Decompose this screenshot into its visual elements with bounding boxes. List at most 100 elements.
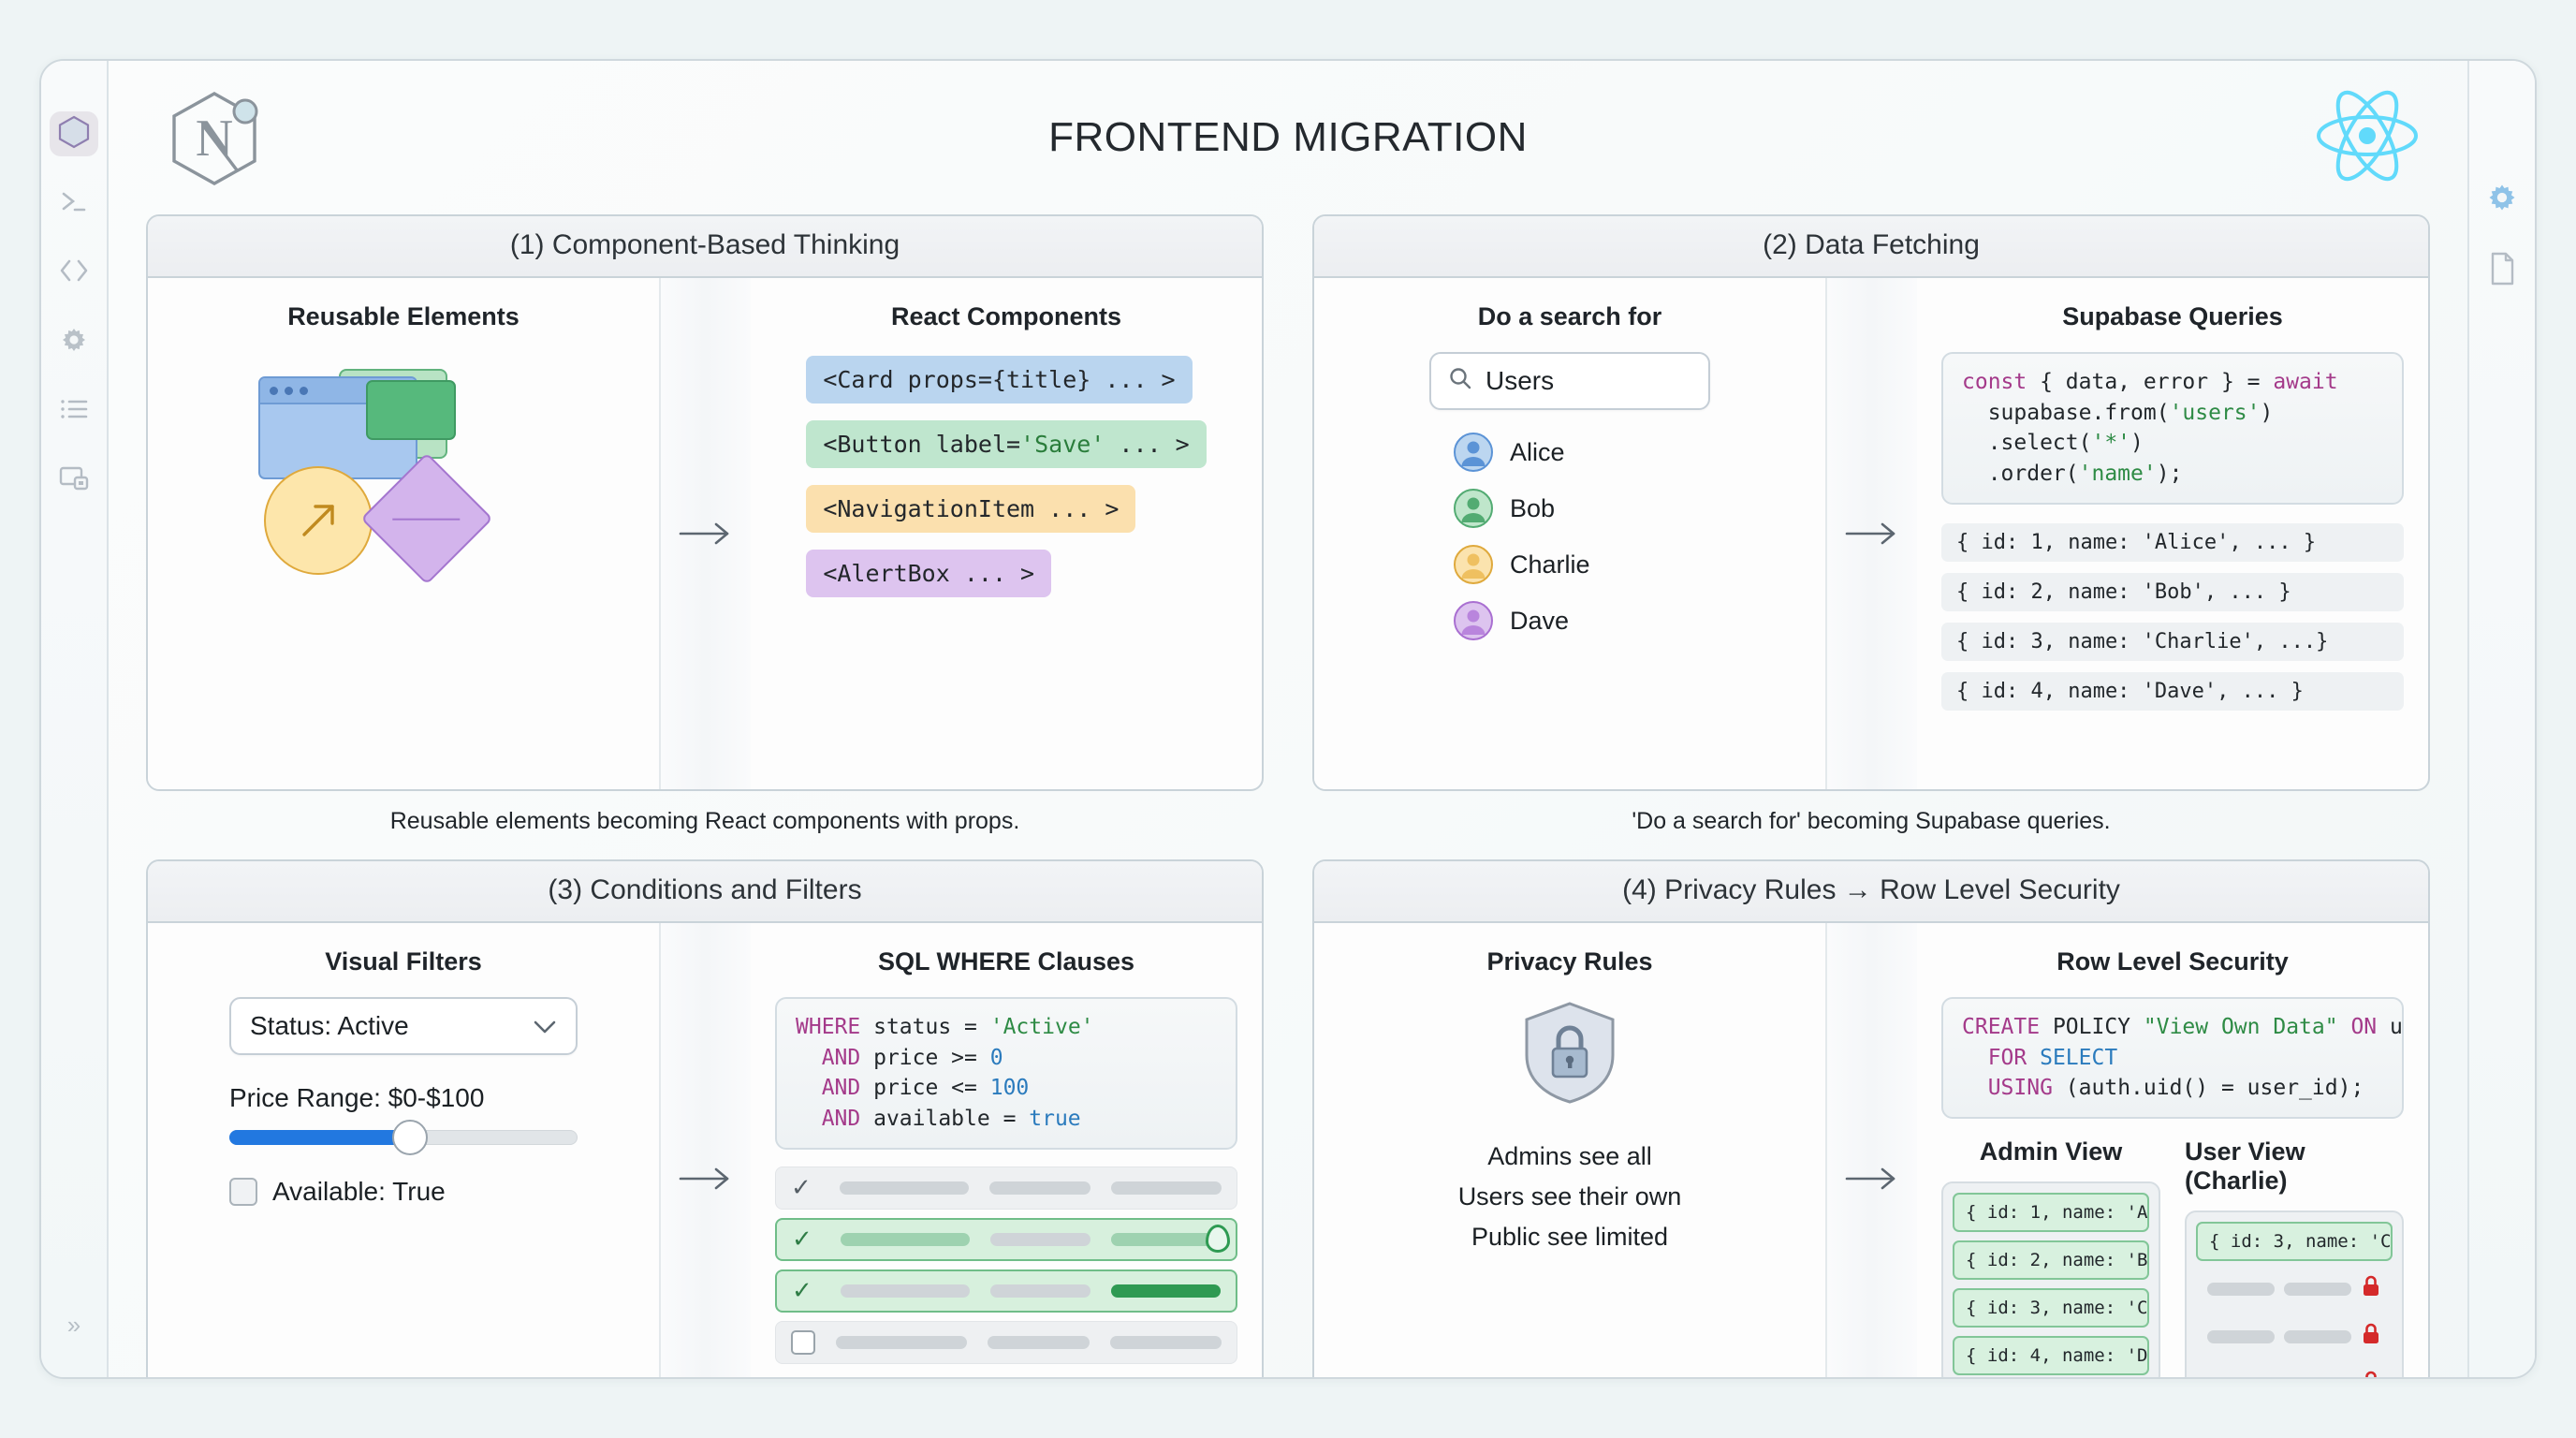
app-window: » N FRONTEND MIGRATION [39, 59, 2537, 1379]
check-icon: ✓ [792, 1276, 812, 1305]
status-filter-select[interactable]: Status: Active [229, 996, 578, 1055]
row-checkbox[interactable] [791, 1329, 815, 1355]
panel-data-fetching: (2) Data Fetching Do a search for Users [1312, 214, 2430, 791]
chip-suffix: ... > [1105, 431, 1190, 458]
user-row-redacted [2196, 1317, 2393, 1357]
privacy-line: Admins see all [1487, 1141, 1652, 1170]
sql-where-code: WHERE status = 'Active' AND price >= 0 A… [775, 996, 1237, 1150]
user-row-redacted [2196, 1269, 2393, 1309]
settings-gear-icon[interactable] [2485, 181, 2519, 219]
status-filter-value: Status: Active [250, 1010, 409, 1040]
admin-row: { id: 3, name: 'Charlie', ... [1953, 1287, 2149, 1328]
component-chip-alertbox[interactable]: <AlertBox ... > [806, 550, 1052, 597]
available-checkbox[interactable] [229, 1177, 257, 1206]
arrow-right-icon [679, 1167, 729, 1190]
panel-2-arrow [1827, 278, 1917, 789]
admin-row-text: { id: 2, name: 'Bob', ... [1966, 1249, 2148, 1270]
panel-cell-4: (4) Privacy Rules → Row Level Security P… [1312, 858, 2430, 1379]
available-checkbox-row[interactable]: Available: True [229, 1177, 578, 1207]
query-result-rows: { id: 1, name: 'Alice', ... } { id: 2, n… [1941, 522, 2404, 711]
arrow-right-icon [679, 522, 729, 545]
panel-1-right: React Components <Card props={title} ...… [751, 278, 1262, 789]
terminal-icon [58, 186, 90, 221]
user-row-redacted [2196, 1365, 2393, 1379]
shield-lock-icon [1517, 997, 1622, 1112]
panel-1-caption: Reusable elements becoming React compone… [389, 807, 1020, 834]
panel-3-left-title: Visual Filters [325, 946, 482, 976]
list-item[interactable]: Alice [1454, 433, 1710, 472]
user-view-card: { id: 3, name: 'Charlie', ... [2185, 1210, 2404, 1379]
redacted-placeholder [2207, 1378, 2275, 1379]
list-item[interactable]: Bob [1454, 489, 1710, 528]
cell-placeholder [1110, 1284, 1221, 1298]
panel-grid: (1) Component-Based Thinking Reusable El… [146, 214, 2430, 1379]
user-row: { id: 3, name: 'Charlie', ... [2196, 1221, 2393, 1261]
component-chip-button[interactable]: <Button label='Save' ... > [806, 420, 1207, 468]
sidebar-item-settings[interactable] [50, 319, 98, 364]
cell-placeholder [989, 1232, 1090, 1246]
list-icon [58, 397, 90, 426]
cell-placeholder [1109, 1335, 1222, 1349]
expand-rail-button[interactable]: » [66, 1311, 81, 1339]
panel-4-body: Privacy Rules Admins see all [1314, 922, 2428, 1379]
user-row-text: { id: 3, name: 'Charlie', ... [2209, 1230, 2392, 1252]
code-brackets-icon [58, 257, 90, 288]
avatar [1454, 545, 1493, 584]
search-input-value: Users [1486, 366, 1555, 395]
green-card-front [366, 380, 456, 440]
panel-2-body: Do a search for Users Alice [1314, 278, 2428, 789]
component-chip-card[interactable]: <Card props={title} ... > [806, 356, 1193, 404]
cell-placeholder [989, 1284, 1090, 1298]
result-row: { id: 1, name: 'Alice', ... } [1941, 522, 2404, 562]
component-chip-navigationitem[interactable]: <NavigationItem ... > [806, 485, 1136, 533]
table-row[interactable]: ✓ [775, 1217, 1237, 1261]
page-title: FRONTEND MIGRATION [1048, 114, 1528, 160]
cell-placeholder [841, 1284, 970, 1298]
sidebar-item-list[interactable] [50, 389, 98, 433]
hexagon-n-logo: N [155, 79, 273, 197]
user-name: Bob [1510, 493, 1556, 522]
panel-1-header: (1) Component-Based Thinking [148, 216, 1262, 278]
search-input[interactable]: Users [1429, 352, 1710, 410]
table-row[interactable] [775, 1320, 1237, 1364]
admin-view-title: Admin View [1979, 1137, 2123, 1166]
react-atom-logo [2312, 87, 2422, 189]
list-item[interactable]: Dave [1454, 601, 1710, 640]
sidebar-item-code[interactable] [50, 250, 98, 295]
check-icon: ✓ [792, 1225, 812, 1254]
panel-2-right-title: Supabase Queries [2062, 302, 2283, 330]
sidebar-item-hexagon[interactable] [50, 111, 98, 156]
slider-knob[interactable] [392, 1119, 429, 1155]
cell-placeholder [1110, 1224, 1230, 1253]
sidebar-item-panel[interactable] [50, 458, 98, 503]
reusable-elements-illustration [249, 358, 558, 601]
hexagon-icon [58, 115, 90, 154]
price-range-slider[interactable] [229, 1119, 578, 1155]
panel-cell-1: (1) Component-Based Thinking Reusable El… [146, 214, 1264, 835]
admin-row-text: { id: 4, name: 'Dave', ... [1966, 1344, 2148, 1366]
panel-1-arrow [661, 278, 751, 789]
table-row[interactable]: ✓ [775, 1166, 1237, 1210]
list-item[interactable]: Charlie [1454, 545, 1710, 584]
user-name: Charlie [1510, 550, 1590, 579]
panel-3-arrow [661, 922, 751, 1377]
lock-icon [2361, 1371, 2381, 1377]
panel-2-left-title: Do a search for [1477, 302, 1662, 330]
lock-icon [2361, 1323, 2381, 1351]
panel-2-left: Do a search for Users Alice [1314, 278, 1827, 789]
arrow-up-right-icon [302, 505, 334, 536]
admin-row-text: { id: 3, name: 'Charlie', ... [1966, 1297, 2148, 1318]
panel-4-right-title: Row Level Security [2056, 946, 2289, 976]
pin-icon [1206, 1224, 1230, 1253]
document-page-icon[interactable] [2487, 251, 2517, 291]
panel-1-left: Reusable Elements [148, 278, 661, 789]
user-name: Alice [1510, 437, 1565, 466]
right-rail [2467, 61, 2535, 1377]
check-icon: ✓ [791, 1173, 812, 1202]
chevron-down-icon [533, 1011, 557, 1041]
left-rail: » [41, 61, 109, 1377]
gear-icon [59, 325, 89, 360]
redacted-placeholder [2207, 1282, 2275, 1296]
table-row[interactable]: ✓ [775, 1269, 1237, 1313]
sidebar-item-terminal[interactable] [50, 181, 98, 226]
